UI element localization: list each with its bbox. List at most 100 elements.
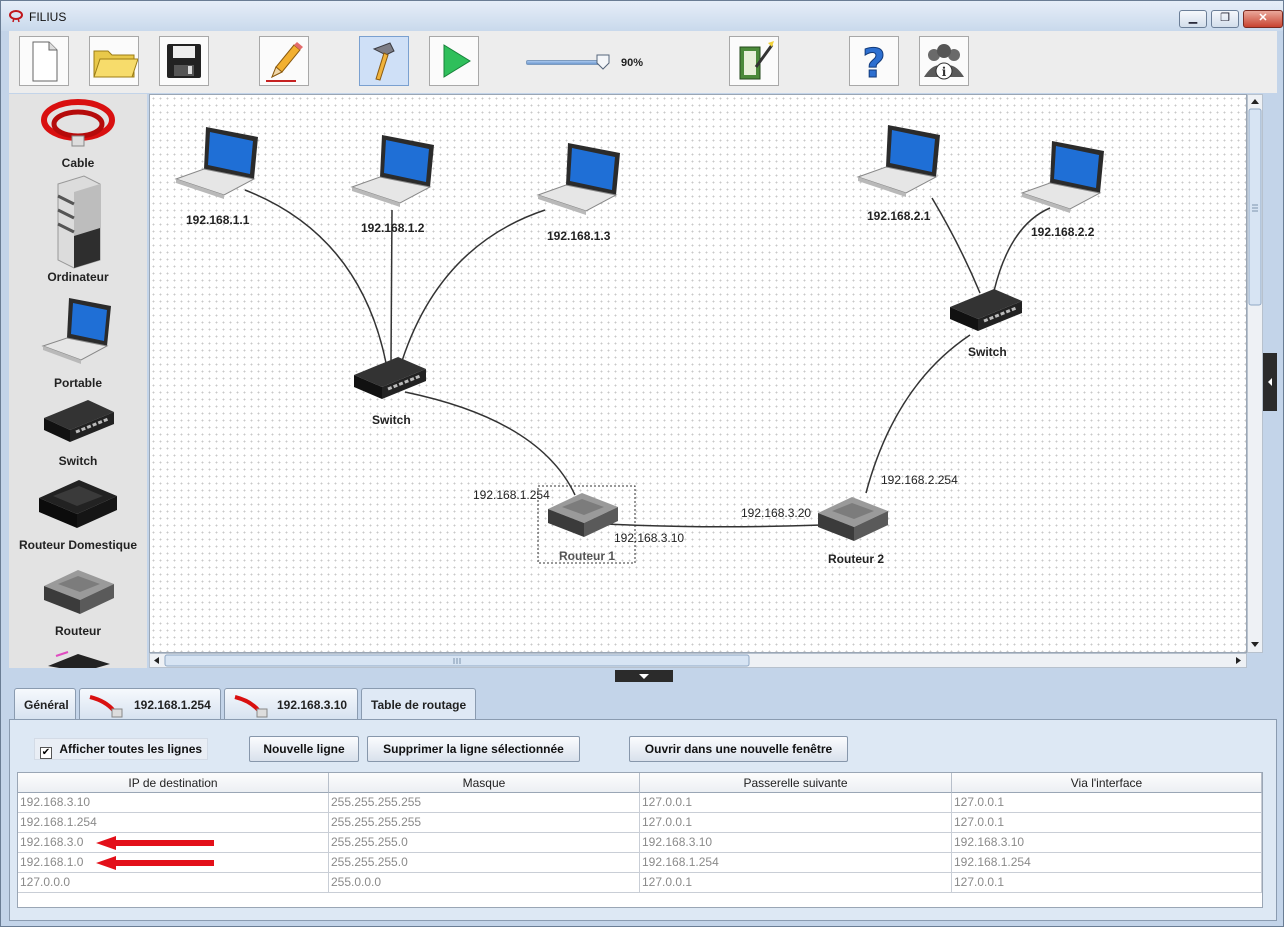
cable-link[interactable] xyxy=(390,209,393,361)
palette-item-more[interactable] xyxy=(9,646,147,668)
design-mode-button[interactable] xyxy=(259,36,309,86)
table-cell[interactable]: 192.168.1.254 xyxy=(952,853,1262,873)
tab-label: Table de routage xyxy=(371,698,467,712)
table-cell[interactable]: 255.255.255.255 xyxy=(329,793,640,813)
table-cell[interactable]: 192.168.1.254 xyxy=(18,813,329,833)
cable-link[interactable] xyxy=(401,209,546,362)
table-cell[interactable]: 255.255.255.255 xyxy=(329,813,640,833)
build-mode-button[interactable] xyxy=(359,36,409,86)
scroll-right-arrow-icon[interactable] xyxy=(1236,657,1241,664)
palette-item-router[interactable]: Routeur xyxy=(9,558,147,648)
save-button[interactable] xyxy=(159,36,209,86)
palette-item-switch[interactable]: Switch xyxy=(9,392,147,472)
table-row[interactable]: 192.168.3.0 255.255.255.0 192.168.3.10 1… xyxy=(18,833,1262,853)
zoom-slider-thumb[interactable] xyxy=(596,54,610,70)
table-cell[interactable]: 127.0.0.1 xyxy=(952,793,1262,813)
tab-interface-1[interactable]: 192.168.1.254 xyxy=(79,688,221,720)
column-header[interactable]: IP de destination xyxy=(18,773,329,793)
about-button[interactable]: i xyxy=(919,36,969,86)
table-row[interactable]: 127.0.0.0 255.0.0.0 127.0.0.1 127.0.0.1 xyxy=(18,873,1262,893)
tab-general[interactable]: Général xyxy=(14,688,76,720)
table-cell[interactable]: 127.0.0.1 xyxy=(640,793,952,813)
new-row-button[interactable]: Nouvelle ligne xyxy=(249,736,359,762)
open-new-window-button[interactable]: Ouvrir dans une nouvelle fenêtre xyxy=(629,736,848,762)
laptop-node[interactable] xyxy=(174,127,258,199)
palette-item-cable[interactable]: Cable xyxy=(9,96,147,176)
show-all-rows-checkbox[interactable]: ✔ Afficher toutes les lignes xyxy=(34,738,209,760)
table-cell[interactable]: 255.255.255.0 xyxy=(329,833,640,853)
cable-link[interactable] xyxy=(404,391,576,496)
table-cell[interactable]: 255.255.255.0 xyxy=(329,853,640,873)
table-cell[interactable]: 192.168.3.10 xyxy=(18,793,329,813)
column-header[interactable]: Via l'interface xyxy=(952,773,1262,793)
tab-bar: Général 192.168.1.254 192.168.3.10 Table… xyxy=(9,684,1277,720)
laptop-ip-label: 192.168.2.2 xyxy=(1031,225,1095,239)
table-row[interactable]: 192.168.3.10 255.255.255.255 127.0.0.1 1… xyxy=(18,793,1262,813)
table-cell[interactable]: 192.168.1.0 xyxy=(18,853,329,873)
laptop-node[interactable] xyxy=(350,135,434,207)
close-icon: ✕ xyxy=(1258,12,1268,24)
cable-link[interactable] xyxy=(865,334,971,494)
horizontal-scrollbar[interactable] xyxy=(149,653,1247,668)
chevron-left-icon xyxy=(1268,378,1272,386)
switch-node[interactable] xyxy=(354,357,426,399)
palette-item-computer[interactable]: Ordinateur xyxy=(9,174,147,284)
table-row[interactable]: 192.168.1.0 255.255.255.0 192.168.1.254 … xyxy=(18,853,1262,873)
documentation-wizard-button[interactable] xyxy=(729,36,779,86)
router-node[interactable] xyxy=(818,497,888,541)
checkbox-box[interactable]: ✔ xyxy=(40,747,52,759)
palette-item-laptop[interactable]: Portable xyxy=(9,290,147,390)
table-cell[interactable]: 127.0.0.1 xyxy=(640,873,952,893)
table-cell[interactable]: 192.168.3.10 xyxy=(952,833,1262,853)
laptop-node[interactable] xyxy=(856,125,940,197)
column-header[interactable]: Masque xyxy=(329,773,640,793)
table-cell[interactable]: 192.168.3.0 xyxy=(18,833,329,853)
table-cell[interactable]: 127.0.0.1 xyxy=(952,873,1262,893)
table-cell[interactable]: 192.168.1.254 xyxy=(640,853,952,873)
red-arrow-annotation-icon xyxy=(96,836,214,850)
cable-link[interactable] xyxy=(244,189,387,364)
horizontal-scrollbar-track xyxy=(154,654,1241,667)
cable-link[interactable] xyxy=(993,207,1051,292)
interface-ip-label: 192.168.2.254 xyxy=(881,473,958,487)
minimize-button[interactable]: ▁ xyxy=(1179,10,1207,28)
laptop-node[interactable] xyxy=(536,143,620,215)
router-node[interactable] xyxy=(548,493,618,537)
switch-node[interactable] xyxy=(950,289,1022,331)
bottom-panel-toggle[interactable] xyxy=(615,670,673,682)
svg-text:?: ? xyxy=(862,41,885,85)
close-button[interactable]: ✕ xyxy=(1243,10,1283,28)
scroll-left-arrow-icon[interactable] xyxy=(154,657,159,664)
open-file-button[interactable] xyxy=(89,36,139,86)
network-canvas[interactable]: 192.168.1.1 192.168.1.2 192.168.1.3 192.… xyxy=(149,94,1247,653)
switch-label: Switch xyxy=(372,413,411,427)
table-cell[interactable]: 127.0.0.0 xyxy=(18,873,329,893)
restore-button[interactable]: ❐ xyxy=(1211,10,1239,28)
cable-link[interactable] xyxy=(931,197,981,294)
table-row[interactable]: 192.168.1.254 255.255.255.255 127.0.0.1 … xyxy=(18,813,1262,833)
table-cell[interactable]: 127.0.0.1 xyxy=(640,813,952,833)
table-cell[interactable]: 192.168.3.10 xyxy=(640,833,952,853)
laptop-node[interactable] xyxy=(1020,141,1104,213)
help-icon: ? xyxy=(862,41,886,88)
tab-label: Général xyxy=(24,698,69,712)
scroll-up-arrow-icon[interactable] xyxy=(1251,99,1259,104)
scroll-down-arrow-icon[interactable] xyxy=(1251,642,1259,647)
delete-row-button[interactable]: Supprimer la ligne sélectionnée xyxy=(367,736,580,762)
cable-link[interactable] xyxy=(604,523,823,528)
zoom-slider-track[interactable] xyxy=(526,60,606,65)
vertical-scrollbar[interactable] xyxy=(1247,94,1263,653)
table-cell[interactable]: 127.0.0.1 xyxy=(952,813,1262,833)
side-panel-toggle[interactable] xyxy=(1263,353,1277,411)
tab-routing-table[interactable]: Table de routage xyxy=(361,688,476,720)
table-cell[interactable]: 255.0.0.0 xyxy=(329,873,640,893)
tab-interface-2[interactable]: 192.168.3.10 xyxy=(224,688,358,720)
column-header[interactable]: Passerelle suivante xyxy=(640,773,952,793)
help-button[interactable]: ? xyxy=(849,36,899,88)
new-file-button[interactable] xyxy=(19,36,69,86)
simulation-mode-button[interactable] xyxy=(429,36,479,86)
restore-icon: ❐ xyxy=(1220,12,1230,24)
palette-item-home-router[interactable]: Routeur Domestique xyxy=(9,472,147,562)
router-label: Routeur 1 xyxy=(559,549,616,563)
vertical-scroll-thumb[interactable] xyxy=(1248,108,1262,306)
